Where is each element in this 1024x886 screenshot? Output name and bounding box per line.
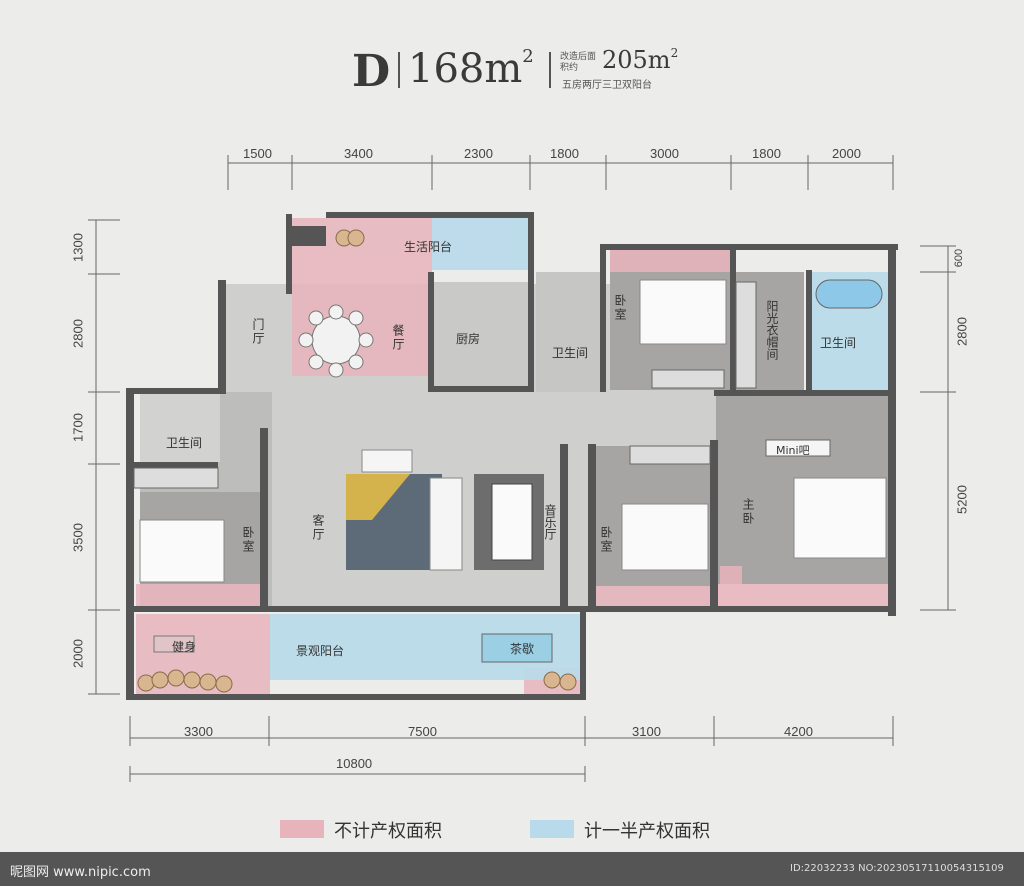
plan-description: 五房两厅三卫双阳台	[562, 80, 652, 91]
legend-pink-label: 不计产权面积	[334, 821, 442, 842]
dim-top-2: 3400	[344, 146, 373, 161]
plan-area: 168m2	[408, 46, 534, 92]
dim-top-1: 1500	[243, 146, 272, 161]
dim-top-3: 2300	[464, 146, 493, 161]
dim-bottom-2: 7500	[408, 724, 437, 739]
room-fitness: 健身	[172, 640, 197, 654]
room-living-room: 客厅	[311, 514, 325, 542]
room-bath-left: 卫生间	[166, 436, 203, 450]
room-entrance: 门厅	[251, 318, 265, 346]
dim-top-7: 2000	[832, 146, 861, 161]
furniture	[133, 229, 887, 693]
modified-note: 改造后面积约	[560, 52, 597, 73]
dim-bottom-4: 4200	[784, 724, 813, 739]
walls	[126, 212, 898, 700]
room-tea-area: 茶歇	[510, 642, 535, 656]
room-view-balcony: 景观阳台	[296, 644, 345, 658]
room-living-balcony: 生活阳台	[404, 240, 453, 254]
dim-left-4: 3500	[70, 523, 86, 552]
title-divider	[549, 52, 551, 88]
title-divider	[398, 52, 400, 88]
legend-blue-label: 计一半产权面积	[584, 821, 710, 842]
dim-top-4: 1800	[550, 146, 579, 161]
room-mini-bar: Mini吧	[776, 444, 810, 457]
dim-right-2: 2800	[954, 317, 970, 346]
room-bedroom-left: 卧室	[241, 526, 255, 554]
dim-top-6: 1800	[752, 146, 781, 161]
dim-bottom-total: 10800	[336, 756, 373, 771]
dim-bottom-3: 3100	[632, 724, 661, 739]
dim-top-5: 3000	[650, 146, 679, 161]
dim-bottom-1: 3300	[184, 724, 213, 739]
room-bath-right: 卫生间	[820, 336, 857, 350]
legend-pink-swatch	[280, 820, 324, 838]
room-master-bedroom: 主卧	[741, 498, 755, 526]
image-id-text: ID:22032233 NO:20230517110054315109	[790, 863, 1004, 874]
dimension-lines	[88, 155, 956, 782]
room-music: 音乐厅	[543, 504, 557, 540]
dim-right-3: 5200	[954, 485, 970, 514]
modified-area: 205m2	[602, 46, 679, 74]
dim-right-1: 600	[953, 248, 965, 268]
dim-left-5: 2000	[70, 639, 86, 668]
room-kitchen: 厨房	[456, 332, 481, 346]
room-bedroom-top: 卧室	[613, 294, 627, 322]
room-dining: 餐厅	[391, 324, 405, 352]
room-closet: 阳光衣帽间	[765, 300, 779, 360]
room-bedroom-mid: 卧室	[599, 526, 613, 554]
dim-left-3: 1700	[70, 413, 86, 442]
dim-left-1: 1300	[70, 233, 86, 262]
plan-type: D	[352, 46, 391, 97]
watermark-text: 昵图网 www.nipic.com	[10, 865, 151, 880]
dim-left-2: 2800	[70, 319, 86, 348]
watermark-bar: 昵图网 www.nipic.com ID:22032233 NO:2023051…	[0, 852, 1024, 886]
legend-blue-swatch	[530, 820, 574, 838]
room-bath-center: 卫生间	[552, 346, 589, 360]
